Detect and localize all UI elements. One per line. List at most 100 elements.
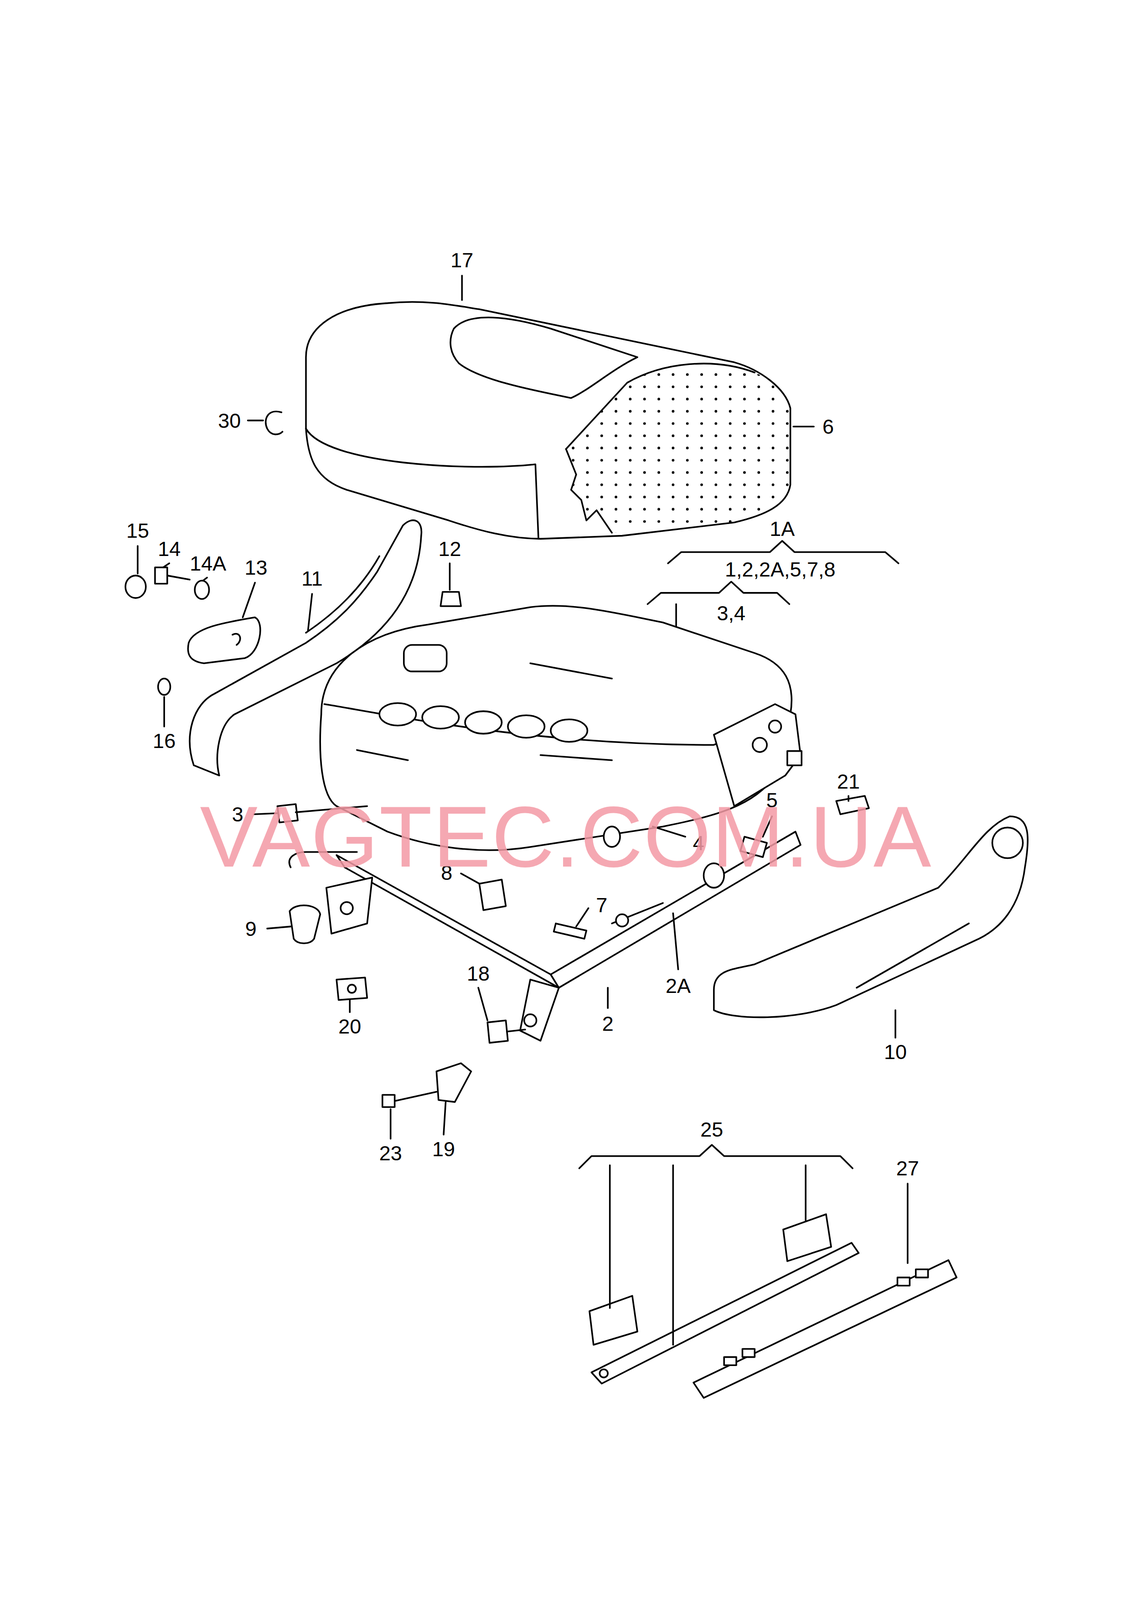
foam-dot [771, 458, 775, 462]
foam-dot [657, 385, 661, 388]
callout-number: 2A [665, 974, 691, 996]
foam-dot [800, 507, 803, 511]
foam-dot [629, 458, 632, 462]
foam-dot [800, 470, 803, 474]
foam-dot [743, 483, 746, 486]
foam-dot [743, 519, 746, 523]
foam-dot [700, 532, 703, 535]
foam-dot [728, 519, 732, 523]
foam-dot [686, 519, 689, 523]
ring [158, 678, 171, 695]
foam-dot [700, 434, 703, 438]
foam-dot [771, 495, 775, 499]
foam-dot [728, 495, 732, 499]
foam-dot [671, 483, 675, 486]
foam-dot [714, 519, 718, 523]
callout-number: 14A [189, 552, 227, 574]
foam-dot [629, 532, 632, 535]
foam-dot [771, 446, 775, 450]
foam-dot [800, 372, 803, 376]
callout-number: 27 [896, 1157, 920, 1179]
foam-dot [728, 483, 732, 486]
foam-dot [714, 409, 718, 413]
foam-dot [586, 446, 590, 450]
foam-dot [757, 458, 760, 462]
foam-dot [600, 397, 604, 401]
foam-dot [614, 495, 618, 499]
callout-number: 23 [379, 1142, 403, 1163]
foam-dot [571, 409, 575, 413]
foam-dot [728, 409, 732, 413]
foam-dot [586, 495, 590, 499]
foam-dot [629, 470, 632, 474]
foam-dot [586, 532, 590, 535]
foam-dot [771, 422, 775, 425]
foam-dot [657, 507, 661, 511]
foam-dot [643, 372, 647, 376]
foam-dot [800, 458, 803, 462]
foam-dot [671, 397, 675, 401]
foam-dot [743, 422, 746, 425]
bolt [155, 567, 168, 584]
foam-dot [785, 470, 789, 474]
foam-dot [614, 532, 618, 535]
foam-dot [785, 495, 789, 499]
foam-dot [586, 519, 590, 523]
foam-dot [643, 409, 647, 413]
foam-dot [671, 385, 675, 388]
foam-dot [757, 397, 760, 401]
foam-dot [657, 422, 661, 425]
foam-dot [700, 409, 703, 413]
foam-dot [800, 397, 803, 401]
foam-dot [785, 397, 789, 401]
foam-dot [714, 385, 718, 388]
foam-dot [785, 385, 789, 388]
callout-number: 3,4 [717, 602, 746, 624]
foam-dot [757, 409, 760, 413]
foam-dot [700, 495, 703, 499]
foam-dot [785, 360, 789, 364]
foam-dot [728, 532, 732, 535]
foam-dot [571, 360, 575, 364]
foam-dot [714, 446, 718, 450]
foam-dot [757, 434, 760, 438]
foam-dot [714, 483, 718, 486]
screw [382, 1094, 395, 1107]
cover [187, 617, 260, 664]
callout-number: 11 [301, 568, 323, 589]
callout-number: 7 [595, 894, 608, 915]
foam-dot [657, 532, 661, 535]
foam-dot [785, 422, 789, 425]
foam-dot [686, 422, 689, 425]
foam-dot [757, 446, 760, 450]
foam-dot [571, 483, 575, 486]
foam-dot [657, 372, 661, 376]
foam-dot [614, 385, 618, 388]
foam-dot [728, 397, 732, 401]
foam-dot [700, 519, 703, 523]
foam-dot [600, 446, 604, 450]
foam-dot [586, 397, 590, 401]
foam-dot [600, 507, 604, 511]
foam-dot [671, 446, 675, 450]
foam-dot [700, 385, 703, 388]
foam-dot [571, 422, 575, 425]
foam-dot [728, 507, 732, 511]
foam-dot [785, 483, 789, 486]
foam-dot [757, 507, 760, 511]
foam-dot [714, 507, 718, 511]
callout-number: 20 [338, 1015, 362, 1037]
foam-dot [586, 507, 590, 511]
foam-dot [686, 360, 689, 364]
foam-dot [743, 495, 746, 499]
foam-dot [657, 470, 661, 474]
foam-dot [629, 409, 632, 413]
foam-dot [728, 360, 732, 364]
foam-dot [728, 434, 732, 438]
foam-dot [686, 507, 689, 511]
foam-dot [686, 397, 689, 401]
slide-rail [693, 1259, 957, 1398]
foam-dot [671, 360, 675, 364]
callout-number: 13 [244, 556, 268, 578]
foam-dot [785, 458, 789, 462]
